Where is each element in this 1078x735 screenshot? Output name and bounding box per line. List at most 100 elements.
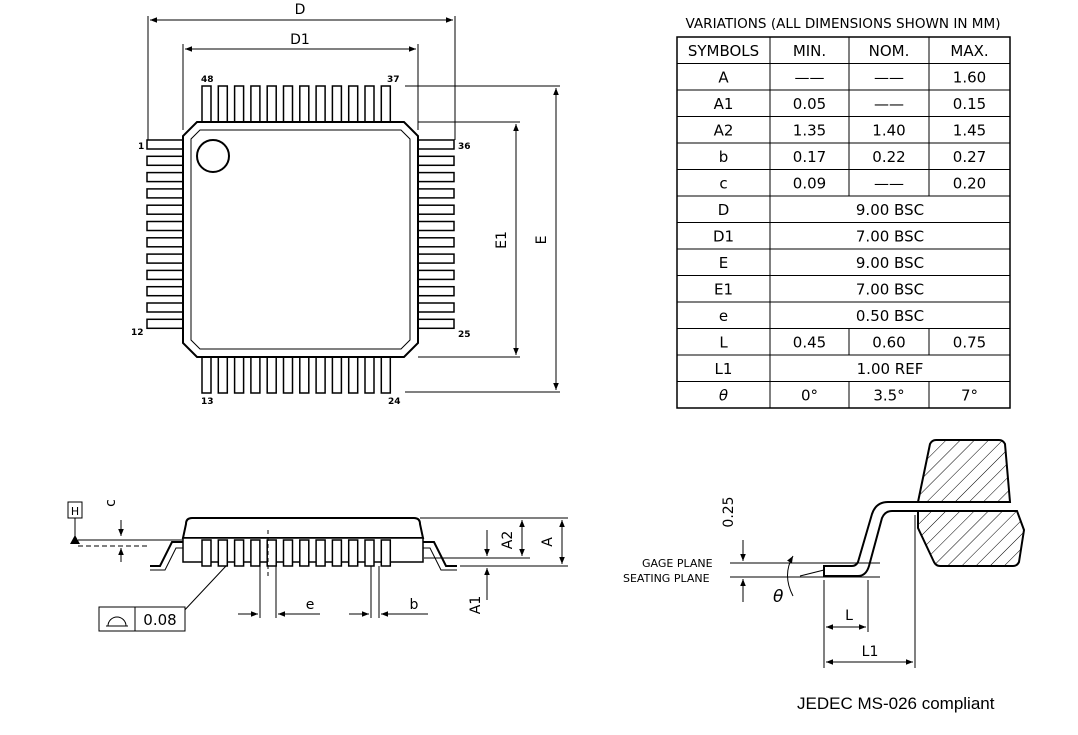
left-pin	[146, 302, 184, 313]
pin1-indicator	[196, 139, 230, 173]
table-symbol-cell: L1	[715, 360, 733, 378]
right-pin	[417, 302, 455, 313]
pin-label-25: 25	[458, 330, 471, 340]
right-pin	[417, 171, 455, 183]
left-pin	[146, 155, 184, 167]
table-min-cell: ——	[795, 69, 825, 87]
theta-label: θ	[773, 587, 784, 607]
right-pin	[417, 269, 455, 281]
top-pin	[217, 85, 229, 123]
table-header-cell: NOM.	[869, 42, 910, 60]
table-nom-cell: ——	[874, 175, 904, 193]
bottom-pin	[380, 356, 392, 394]
side-pin	[266, 539, 277, 567]
side-pin	[233, 539, 245, 567]
table-symbol-cell: D	[718, 201, 730, 219]
table-span-cell: 7.00 BSC	[856, 281, 924, 299]
bottom-pin	[250, 356, 261, 394]
lead-detail-view: 0.25 GAGE PLANE SEATING PLANE θ L L1	[623, 439, 1026, 668]
table-max-cell: 0.20	[953, 175, 986, 193]
table-nom-cell: 1.40	[872, 122, 905, 140]
table-max-cell: 7°	[961, 387, 978, 405]
table-grid	[676, 36, 1011, 409]
table-header-cell: SYMBOLS	[688, 42, 759, 60]
bottom-pin	[233, 356, 245, 394]
dimension-a2-label: A2	[500, 531, 516, 549]
table-symbol-cell: A1	[714, 95, 734, 113]
gage-plane-label: GAGE PLANE	[642, 557, 713, 570]
tolerance-frame	[98, 606, 186, 632]
top-pin	[315, 85, 326, 123]
left-pin	[146, 285, 184, 297]
bottom-pin	[282, 356, 294, 394]
top-pin	[380, 85, 392, 123]
table-min-cell: 0.45	[793, 334, 826, 352]
dimension-e1-label: E1	[494, 231, 510, 249]
table-span-cell: 1.00 REF	[857, 360, 924, 378]
tolerance-value: 0.08	[143, 611, 176, 629]
coplanarity-icon	[106, 616, 128, 627]
right-pin	[417, 204, 455, 215]
top-pin	[364, 85, 375, 123]
side-view-lead-right	[423, 541, 457, 567]
table-symbol-cell: D1	[713, 228, 734, 246]
table-symbol-cell: θ	[719, 387, 728, 405]
side-view-pins	[201, 530, 392, 578]
table-symbol-cell: e	[719, 307, 728, 325]
table-span-cell: 7.00 BSC	[856, 228, 924, 246]
side-pin	[380, 539, 392, 567]
table-max-cell: 0.15	[953, 95, 986, 113]
table-nom-cell: ——	[874, 69, 904, 87]
table-symbol-cell: E1	[714, 281, 733, 299]
table-title: VARIATIONS (ALL DIMENSIONS SHOWN IN MM)	[686, 16, 1001, 32]
table-span-cell: 9.00 BSC	[856, 201, 924, 219]
right-pin	[417, 188, 455, 199]
bottom-pin	[266, 356, 277, 394]
bottom-pin	[347, 356, 359, 394]
table-symbol-cell: A2	[714, 122, 734, 140]
dimension-c-label: c	[103, 499, 119, 507]
table-nom-cell: ——	[874, 95, 904, 113]
right-pin	[417, 237, 455, 248]
left-pin	[146, 220, 184, 232]
top-view: D D1 E E1 48 37 1 36 12 25 13 24	[131, 2, 560, 407]
package-body-outer	[182, 121, 419, 358]
compliance-caption: JEDEC MS-026 compliant	[797, 694, 995, 713]
dimension-e-pitch-label: e	[306, 597, 315, 613]
datum-h-triangle	[70, 535, 80, 544]
side-pin	[364, 539, 375, 567]
side-pin	[217, 539, 229, 567]
pin-label-24: 24	[388, 397, 401, 407]
pin-label-12: 12	[131, 328, 144, 338]
bottom-pin	[201, 356, 212, 394]
left-pin	[146, 139, 184, 150]
dimension-l1-label: L1	[862, 644, 879, 660]
table-span-cell: 9.00 BSC	[856, 254, 924, 272]
table-symbol-cell: c	[719, 175, 727, 193]
side-pin	[331, 539, 343, 567]
side-pin	[250, 539, 261, 567]
side-view-body	[181, 517, 425, 539]
table-min-cell: 0.09	[793, 175, 826, 193]
side-pin	[347, 539, 359, 567]
top-pin	[282, 85, 294, 123]
left-pin	[146, 188, 184, 199]
top-pin	[299, 85, 310, 123]
pin-label-36: 36	[458, 142, 471, 152]
table-symbol-cell: b	[719, 148, 729, 166]
bottom-pin	[299, 356, 310, 394]
table-min-cell: 0.05	[793, 95, 826, 113]
right-pin	[417, 139, 455, 150]
side-pin	[315, 539, 326, 567]
left-pin	[146, 318, 184, 330]
dimension-a1-label: A1	[468, 596, 484, 614]
table-max-cell: 1.45	[953, 122, 986, 140]
table-header-cell: MAX.	[950, 42, 988, 60]
detail-lead	[823, 501, 918, 577]
dimension-d1-label: D1	[290, 32, 310, 48]
table-nom-cell: 0.22	[872, 148, 905, 166]
bottom-pin	[331, 356, 343, 394]
top-pin	[201, 85, 212, 123]
